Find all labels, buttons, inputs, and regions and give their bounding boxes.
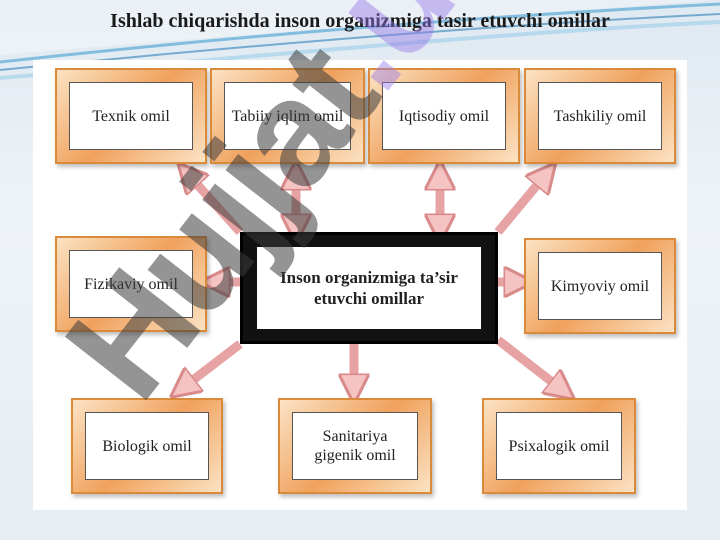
factor-iqtisodiy: Iqtisodiy omil [368,68,520,164]
factor-fizikaviy: Fizikaviy omil [55,236,207,332]
factor-psixalogik: Psixalogik omil [482,398,636,494]
factor-label: Iqtisodiy omil [382,82,506,150]
central-concept-label: Inson organizmiga ta’sir etuvchi omillar [257,247,481,329]
central-concept: Inson organizmiga ta’sir etuvchi omillar [240,232,498,344]
factor-label: Sanitariya gigenik omil [292,412,418,480]
factor-kimyoviy: Kimyoviy omil [524,238,676,334]
factor-texnik: Texnik omil [55,68,207,164]
factor-biologik: Biologik omil [71,398,223,494]
factor-label: Biologik omil [85,412,209,480]
factor-tashkiliy: Tashkiliy omil [524,68,676,164]
factor-label: Kimyoviy omil [538,252,662,320]
factor-label: Texnik omil [69,82,193,150]
factor-sanitariya-gigenik: Sanitariya gigenik omil [278,398,432,494]
factor-label: Fizikaviy omil [69,250,193,318]
factor-label: Psixalogik omil [496,412,622,480]
factor-label: Tashkiliy omil [538,82,662,150]
factor-tabiiy-iqlim: Tabiiy iqlim omil [210,68,365,164]
page-title: Ishlab chiqarishda inson organizmiga tas… [110,10,610,32]
factor-label: Tabiiy iqlim omil [224,82,351,150]
